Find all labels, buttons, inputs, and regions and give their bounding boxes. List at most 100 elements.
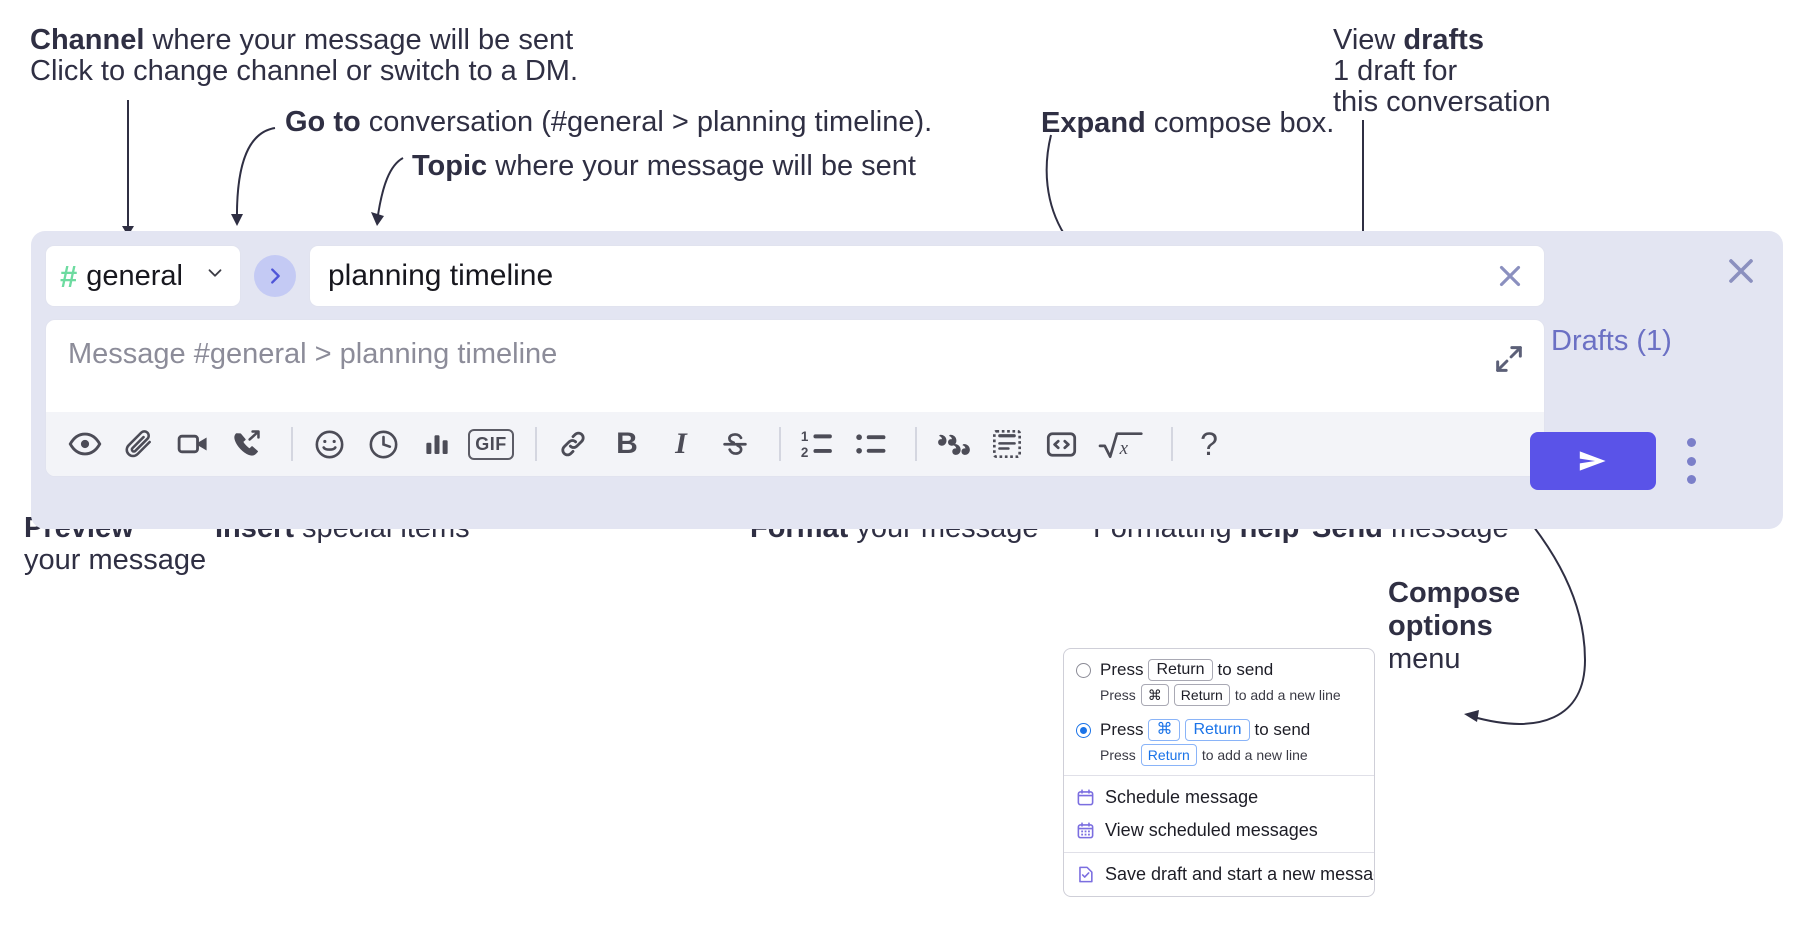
- channel-selector[interactable]: # general: [45, 245, 241, 307]
- key-command: ⌘: [1148, 719, 1181, 741]
- save-draft-icon: [1076, 865, 1095, 884]
- annotation-compose-options-bold1: Compose: [1388, 577, 1521, 609]
- option1-post: to send: [1217, 660, 1274, 679]
- annotation-channel-sub: Click to change channel or switch to a D…: [30, 55, 579, 87]
- preview-eye-icon[interactable]: [62, 421, 108, 467]
- close-icon[interactable]: [1721, 251, 1761, 291]
- formatting-help-icon[interactable]: ?: [1186, 421, 1232, 467]
- bold-label: B: [616, 427, 638, 460]
- compose-options-kebab-icon[interactable]: [1677, 435, 1705, 487]
- bold-icon[interactable]: B: [604, 421, 650, 467]
- annotation-compose-options-bold2: options: [1388, 610, 1493, 642]
- help-label: ?: [1200, 425, 1218, 462]
- option1-sub-post: to add a new line: [1234, 687, 1341, 703]
- menu-item-label: Save draft and start a new message: [1105, 864, 1375, 884]
- key-return: Return: [1185, 719, 1250, 741]
- compose-box: # general planning timeline Message #gen…: [31, 231, 1783, 529]
- kebab-dot: [1686, 438, 1696, 447]
- gif-label: GIF: [468, 428, 514, 460]
- menu-item-save-draft[interactable]: Save draft and start a new message: [1064, 858, 1374, 891]
- italic-label: I: [675, 427, 687, 460]
- key-command: ⌘: [1140, 684, 1169, 706]
- menu-item-label: View scheduled messages: [1105, 820, 1318, 840]
- toolbar-separator: [779, 427, 781, 461]
- menu-item-schedule-message[interactable]: Schedule message: [1064, 781, 1374, 814]
- svg-text:1: 1: [801, 429, 809, 444]
- audio-clip-icon[interactable]: [224, 421, 270, 467]
- send-icon: [1579, 451, 1606, 471]
- option2-sub-pre: Press: [1100, 747, 1136, 763]
- chevron-down-icon: [204, 262, 226, 290]
- option-cmd-return-to-send[interactable]: Press ⌘ Return to send: [1064, 713, 1374, 742]
- toolbar-separator: [535, 427, 537, 461]
- poll-bars-icon[interactable]: [414, 421, 460, 467]
- option1-sub-pre: Press: [1100, 687, 1136, 703]
- message-input[interactable]: Message #general > planning timeline: [46, 320, 1544, 412]
- annotation-channel-rest: where your message will be sent: [144, 24, 574, 56]
- radio-selected-icon[interactable]: [1076, 722, 1091, 738]
- annotation-goto: Go to conversation (#general > planning …: [285, 104, 932, 140]
- code-block-icon[interactable]: [984, 421, 1030, 467]
- svg-text:x: x: [1119, 437, 1129, 458]
- emoji-icon[interactable]: [306, 421, 352, 467]
- annotation-expand-rest: compose box.: [1145, 107, 1335, 139]
- annotation-compose-options-2: options: [1388, 608, 1493, 644]
- channel-name: general: [86, 259, 183, 292]
- link-icon[interactable]: [550, 421, 596, 467]
- menu-item-view-scheduled-messages[interactable]: View scheduled messages: [1064, 814, 1374, 847]
- bulleted-list-icon[interactable]: [848, 421, 894, 467]
- calendar-icon: [1076, 788, 1095, 807]
- gif-icon[interactable]: GIF: [468, 421, 514, 467]
- annotation-channel-bold: Channel: [30, 24, 145, 56]
- italic-icon[interactable]: I: [658, 421, 704, 467]
- annotation-expand: Expand compose box.: [1041, 105, 1334, 141]
- key-return: Return: [1140, 744, 1197, 766]
- message-placeholder: Message #general > planning timeline: [68, 338, 558, 370]
- video-clip-icon[interactable]: [170, 421, 216, 467]
- expand-icon[interactable]: [1492, 342, 1528, 378]
- menu-section-save-draft: Save draft and start a new message: [1064, 852, 1374, 896]
- annotation-channel-title: Channel where your message will be sent: [30, 22, 573, 58]
- option1-pre: Press: [1100, 660, 1144, 679]
- menu-section-schedule: Schedule message View scheduled messages: [1064, 775, 1374, 852]
- option2-pre: Press: [1100, 720, 1144, 739]
- annotation-drafts: View drafts: [1333, 22, 1484, 58]
- radio-unselected-icon[interactable]: [1076, 662, 1091, 678]
- hash-icon: #: [60, 258, 78, 294]
- compose-top-row: # general planning timeline: [45, 245, 1545, 307]
- schedule-clock-icon[interactable]: [360, 421, 406, 467]
- kebab-dot: [1686, 475, 1696, 484]
- attachment-paperclip-icon[interactable]: [116, 421, 162, 467]
- option2-sub-post: to add a new line: [1201, 747, 1308, 763]
- menu-item-label: Schedule message: [1105, 787, 1259, 807]
- send-button[interactable]: [1530, 432, 1656, 490]
- strikethrough-icon[interactable]: [712, 421, 758, 467]
- annotation-drafts-sub1: 1 draft for: [1333, 55, 1458, 87]
- math-icon[interactable]: x: [1092, 421, 1150, 467]
- drafts-link[interactable]: Drafts (1): [1551, 325, 1672, 357]
- message-box: Message #general > planning timeline: [45, 319, 1545, 477]
- annotation-drafts-sub2: this conversation: [1333, 86, 1551, 118]
- option-return-sub: Press ⌘ Return to add a new line: [1064, 682, 1374, 713]
- inline-code-icon[interactable]: [1038, 421, 1084, 467]
- key-return: Return: [1173, 684, 1230, 706]
- blockquote-icon[interactable]: [930, 421, 976, 467]
- key-return: Return: [1148, 659, 1213, 681]
- annotation-topic: Topic where your message will be sent: [412, 148, 916, 184]
- annotation-drafts-pre: View: [1333, 24, 1404, 56]
- topic-value: planning timeline: [328, 259, 554, 292]
- annotation-goto-rest: conversation (#general > planning timeli…: [360, 106, 933, 138]
- annotation-drafts-bold: drafts: [1403, 24, 1484, 56]
- go-to-conversation-icon[interactable]: [254, 255, 296, 297]
- annotation-goto-bold: Go to: [285, 106, 361, 138]
- option-return-to-send[interactable]: Press Return to send: [1064, 653, 1374, 682]
- clear-topic-icon[interactable]: [1490, 256, 1530, 296]
- topic-input[interactable]: planning timeline: [309, 245, 1545, 307]
- annotation-topic-bold: Topic: [412, 150, 488, 182]
- annotation-topic-rest: where your message will be sent: [487, 150, 916, 182]
- annotation-compose-options-3: menu: [1388, 643, 1461, 675]
- toolbar-separator: [915, 427, 917, 461]
- toolbar-separator: [1171, 427, 1173, 461]
